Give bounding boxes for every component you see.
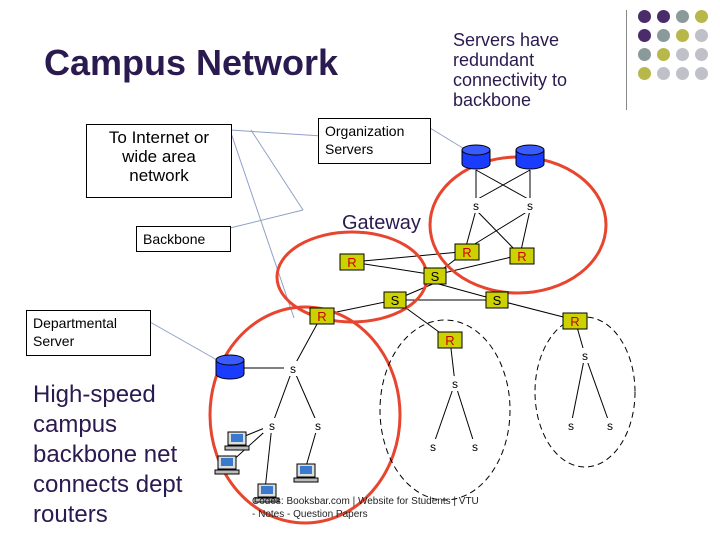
computer-workstation-icon — [224, 431, 250, 451]
router-node: R — [454, 243, 480, 261]
slide-title: Campus Network — [44, 42, 339, 83]
internet-pointer — [229, 129, 295, 319]
decorative-dot — [695, 48, 708, 61]
router-node: R — [437, 331, 463, 349]
database-server-icon — [461, 144, 491, 170]
decorative-dot-grid — [638, 10, 714, 106]
grouping-ellipses — [208, 155, 636, 525]
svg-text:s: s — [568, 419, 574, 433]
svg-text:s: s — [473, 199, 479, 213]
switch-node: s — [521, 198, 539, 213]
svg-text:R: R — [570, 314, 579, 329]
callout-pointers — [149, 127, 467, 361]
decorative-dot — [638, 29, 651, 42]
switch-node: s — [576, 348, 594, 363]
svg-text:s: s — [527, 199, 533, 213]
org-servers-pointer — [229, 129, 323, 137]
decorative-dot — [695, 10, 708, 23]
switch-node: s — [466, 439, 484, 454]
dept-network-ellipse — [208, 305, 402, 525]
database-server-icon — [215, 354, 245, 380]
decorative-divider — [626, 10, 627, 110]
switch-node: S — [423, 267, 447, 285]
computer-workstation-icon — [293, 463, 319, 483]
switch-node: s — [601, 418, 619, 433]
router-node: R — [509, 247, 535, 265]
svg-text:R: R — [517, 249, 526, 264]
switch-node: s — [562, 418, 580, 433]
dept-ellipse-middle — [379, 319, 511, 501]
footer-text: Codes: Booksbar.com | Website for Studen… — [252, 496, 479, 520]
switch-node: s — [467, 198, 485, 213]
decorative-dot — [676, 29, 689, 42]
computer-workstation-icon — [254, 483, 280, 503]
server-redundancy-ellipse — [428, 155, 608, 295]
svg-text:s: s — [269, 419, 275, 433]
dept-server-callout: Departmental Server — [26, 310, 151, 356]
svg-text:s: s — [315, 419, 321, 433]
svg-text:s: s — [290, 362, 296, 376]
backbone-callout: Backbone — [136, 226, 231, 252]
switch-node: s — [284, 361, 302, 376]
svg-text:R: R — [317, 309, 326, 324]
dept-ellipse-right — [534, 316, 636, 468]
svg-text:s: s — [607, 419, 613, 433]
svg-text:s: s — [452, 377, 458, 391]
switch-node: s — [263, 418, 281, 433]
svg-text:S: S — [493, 293, 502, 308]
decorative-dot — [695, 29, 708, 42]
org-servers-callout: Organization Servers — [318, 118, 431, 164]
computer-workstation-icon — [214, 455, 240, 475]
decorative-dot — [638, 10, 651, 23]
redundancy-note: Servers have redundant connectivity to b… — [453, 30, 568, 110]
switch-node: s — [446, 376, 464, 391]
svg-text:s: s — [430, 440, 436, 454]
decorative-dot — [657, 48, 670, 61]
svg-text:R: R — [347, 255, 356, 270]
dept-server-pointer — [149, 321, 218, 361]
internet-callout: To Internet or wide area network — [86, 124, 232, 198]
svg-text:S: S — [391, 293, 400, 308]
router-node: R — [309, 307, 335, 325]
gateway-label: Gateway — [342, 212, 421, 234]
decorative-dot — [657, 10, 670, 23]
switch-node: S — [383, 291, 407, 309]
router-node: R — [562, 312, 588, 330]
svg-text:S: S — [431, 269, 440, 284]
svg-text:s: s — [582, 349, 588, 363]
svg-text:R: R — [462, 245, 471, 260]
decorative-dot — [676, 48, 689, 61]
decorative-dot — [638, 48, 651, 61]
router-node: R — [339, 253, 365, 271]
backbone-pointer — [229, 209, 304, 229]
switch-node: s — [424, 439, 442, 454]
database-server-icon — [515, 144, 545, 170]
switch-node: s — [309, 418, 327, 433]
decorative-dot — [657, 29, 670, 42]
decorative-dot — [676, 10, 689, 23]
decorative-dot — [676, 67, 689, 80]
decorative-dot — [657, 67, 670, 80]
decorative-dot — [695, 67, 708, 80]
decorative-dot — [638, 67, 651, 80]
highspeed-note: High-speed campus backbone net connects … — [33, 381, 183, 528]
svg-text:R: R — [445, 333, 454, 348]
switch-node: S — [485, 291, 509, 309]
svg-text:s: s — [472, 440, 478, 454]
